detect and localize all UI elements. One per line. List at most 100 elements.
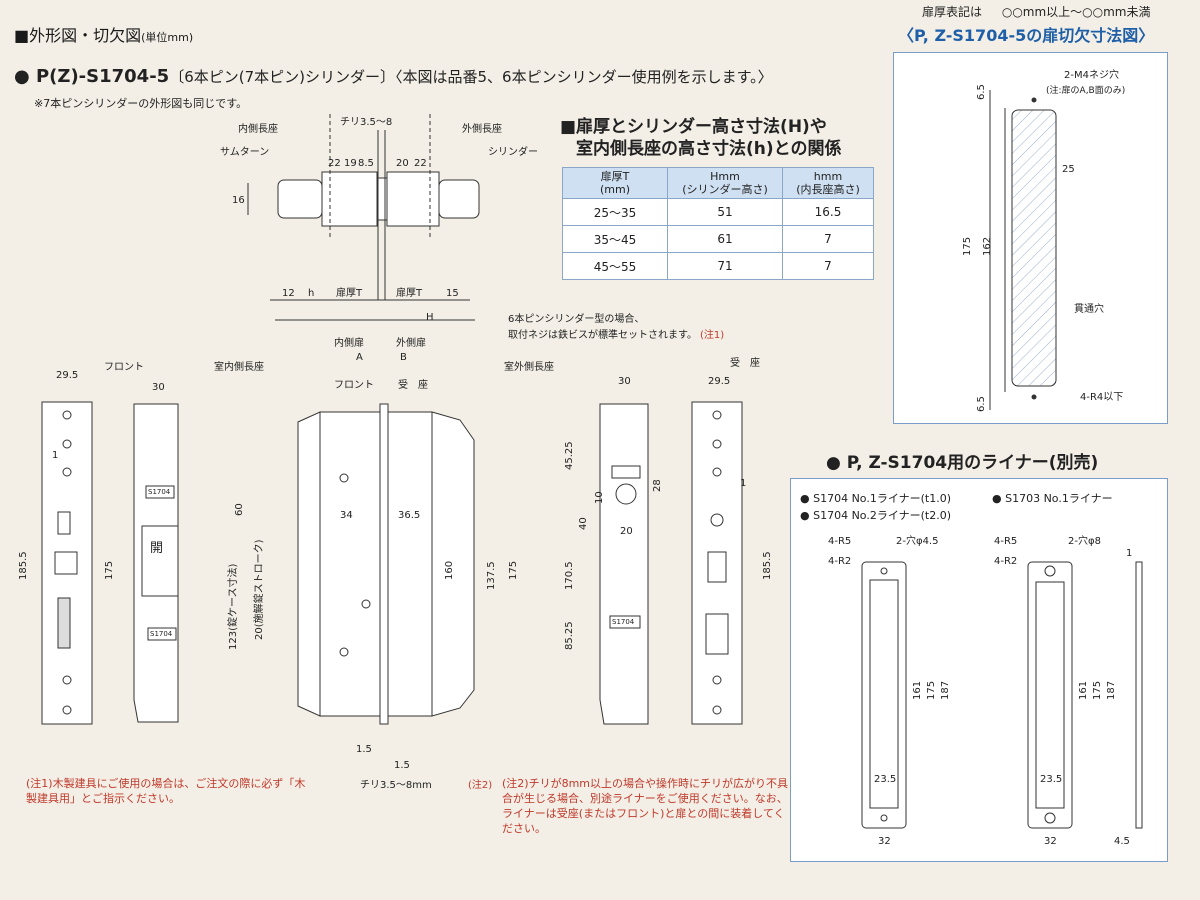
dim-1-left: 1: [52, 450, 58, 461]
cutout-title: 〈P, Z-S1704-5の扉切欠寸法図〉: [898, 26, 1155, 45]
dim-20-stroke: 20(施解錠ストローク): [252, 539, 265, 640]
dim-161b: 161: [1078, 681, 1089, 700]
dim-30-right: 30: [618, 376, 631, 387]
dim-187b: 187: [1106, 681, 1117, 700]
dim-34: 34: [340, 510, 353, 521]
label-screw-hole: 2-M4ネジ穴: [1064, 68, 1119, 81]
dim-60: 60: [234, 503, 245, 516]
dim-1-liner: 1: [1126, 548, 1132, 559]
dim-25: 25: [1062, 164, 1075, 175]
dim-20b: 20: [620, 526, 633, 537]
dim-1-right: 1: [740, 478, 746, 489]
label-front-mid: フロント: [334, 380, 374, 391]
door-cutout-drawing: [989, 90, 1057, 410]
table-cell: 61: [667, 225, 783, 253]
label-hole-a: 2-穴φ4.5: [896, 534, 938, 547]
dim-137-5: 137.5: [486, 561, 497, 590]
dim-door-t1: 扉厚T: [336, 286, 363, 299]
dim-123: 123(錠ケース寸法): [226, 564, 239, 650]
label-plate-text: S1704: [148, 488, 171, 496]
label-strike-right: 受 座: [730, 356, 760, 369]
label-outside-door: 外側扉: [396, 336, 426, 349]
label-chiri-bottom: チリ3.5～8mm: [360, 779, 432, 791]
table-title-line2: 室内側長座の高さ寸法(h)との関係: [576, 139, 842, 159]
label-inner-plate-top: 内側長座: [238, 122, 278, 135]
label-radius: 4-R4以下: [1080, 392, 1123, 403]
product-code: ● P(Z)-S1704-5: [14, 66, 170, 87]
dim-161a: 161: [912, 681, 923, 700]
dim-40: 40: [578, 517, 589, 530]
label-outer-plate-top: 外側長座: [462, 122, 502, 135]
dim-162: 162: [982, 237, 993, 256]
front-plate-left: [41, 401, 93, 725]
table-header-row: 扉厚T (mm) Hmm (シリンダー高さ) hmm (内長座高さ): [562, 167, 874, 199]
dim-16: 16: [232, 195, 245, 206]
dim-6-5-bot: 6.5: [976, 396, 987, 412]
label-outside-b: B: [400, 352, 407, 363]
section-unit: (単位mm): [141, 31, 194, 44]
label-six-pin-note2: 取付ネジは鉄ビスが標準セットされます。: [508, 328, 697, 341]
label-hole-b: 2-穴φ8: [1068, 534, 1101, 547]
label-six-pin-note1: 6本ピンシリンダー型の場合、: [508, 312, 644, 325]
label-strike-mid: 受 座: [398, 378, 428, 391]
label-chiri-top: チリ3.5～8: [340, 116, 392, 128]
note-1: (注1)木製建具にご使用の場合は、ご注文の際に必ず「木製建具用」とご指示ください…: [26, 777, 306, 805]
dim-8-5: 8.5: [358, 158, 374, 169]
dim-6-5-top: 6.5: [976, 84, 987, 100]
label-r2a: 4-R2: [828, 556, 851, 567]
dim-175-mid: 175: [508, 561, 519, 580]
dim-H: H: [426, 312, 434, 323]
liner-side: [1135, 561, 1143, 829]
dim-22a: 22: [328, 158, 341, 169]
dim-28: 28: [652, 479, 663, 492]
table-header: 扉厚T (mm): [562, 167, 668, 199]
strike-plate-right: [691, 401, 743, 725]
table-cell: 51: [667, 198, 783, 226]
label-inside-a: A: [356, 352, 363, 363]
liner-item: ● S1703 No.1ライナー: [992, 492, 1113, 505]
dim-10: 10: [594, 491, 605, 504]
label-inner-plate: 室内側長座: [214, 360, 264, 373]
label-open: 開: [150, 541, 163, 556]
label-front-left: フロント: [104, 362, 144, 373]
table-cell: 25～35: [562, 198, 668, 226]
door-thickness-note: 扉厚表記は ○○mm以上～○○mm未満: [922, 3, 1151, 20]
liner-item: ● S1704 No.1ライナー(t1.0): [800, 492, 951, 505]
dim-h: h: [308, 288, 314, 299]
dim-4-5: 4.5: [1114, 836, 1130, 847]
label-screw-note: (注:扉のA,B面のみ): [1046, 84, 1125, 96]
label-r2b: 4-R2: [994, 556, 1017, 567]
liner-title: ● P, Z-S1704用のライナー(別売): [826, 453, 1099, 473]
dim-185-5-left: 185.5: [18, 551, 29, 580]
dim-175b: 175: [1092, 681, 1103, 700]
table-cell: 71: [667, 252, 783, 280]
label-through-hole: 貫通穴: [1074, 302, 1104, 315]
dim-175a: 175: [926, 681, 937, 700]
dim-29-5-right: 29.5: [708, 376, 730, 387]
label-six-pin-note3: (注1): [700, 328, 724, 341]
product-title: ● P(Z)-S1704-5〔6本ピン(7本ピン)シリンダー〕〈本図は品番5、6…: [14, 66, 773, 87]
liner-no2: [1027, 561, 1073, 829]
section-title-text: ■外形図・切欠図: [14, 26, 142, 45]
dim-45-25: 45.25: [564, 441, 575, 470]
dim-160: 160: [444, 561, 455, 580]
table-cell: 16.5: [782, 198, 874, 226]
label-plate-text2: S1704: [150, 630, 173, 638]
dim-85-25: 85.25: [564, 621, 575, 650]
label-inside-door: 内側扉: [334, 336, 364, 349]
dim-175-left: 175: [104, 561, 115, 580]
outer-plate: [599, 403, 649, 725]
dim-19: 19: [344, 158, 357, 169]
side-section: [297, 403, 475, 725]
liner-diagram-box: [790, 478, 1168, 862]
door-note-value: ○○mm以上～○○mm未満: [1001, 5, 1151, 19]
dim-1-5a: 1.5: [356, 744, 372, 755]
section-title: ■外形図・切欠図(単位mm): [14, 22, 193, 46]
table-header: Hmm (シリンダー高さ): [667, 167, 783, 199]
label-thumbturn: サムターン: [220, 146, 269, 158]
dim-175-cutout: 175: [962, 237, 973, 256]
dim-1-5b: 1.5: [394, 760, 410, 771]
